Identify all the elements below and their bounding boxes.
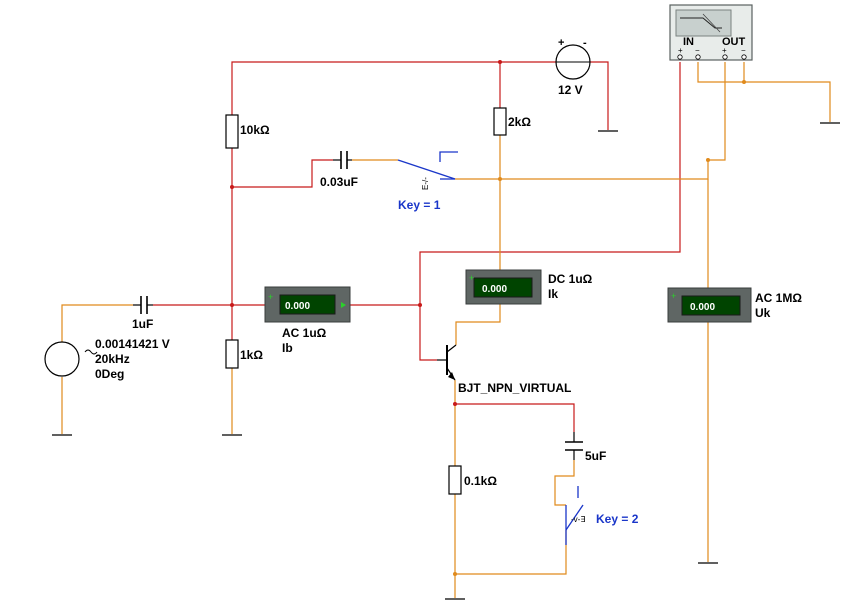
junction-dot	[453, 572, 457, 576]
wire-key2-return	[455, 530, 567, 575]
resistor-r1-value: 10kΩ	[240, 123, 270, 137]
capacitor-c-in-value: 1uF	[132, 317, 153, 331]
switch-key1-glyph: E-/-	[421, 177, 430, 190]
dc-plus-sign: +	[558, 37, 564, 49]
bode-out-label: OUT	[722, 36, 746, 48]
bode-in-minus: −	[695, 46, 700, 55]
grounds	[52, 122, 840, 600]
bode-plotter[interactable]: IN OUT + − + −	[669, 4, 753, 61]
red-wires	[153, 61, 681, 432]
dc-minus-sign: -	[583, 37, 587, 49]
orange-wires	[61, 62, 831, 598]
junction-dot	[706, 158, 710, 162]
junction-dot	[418, 303, 422, 307]
meter-ib-display: 0.000	[285, 301, 310, 312]
dc-source-12v[interactable]: + - 12 V	[555, 37, 591, 97]
meter-uk-mode: AC 1MΩ	[755, 291, 802, 305]
meter-ib-mode: AC 1uΩ	[282, 326, 327, 340]
bode-out-plus: +	[722, 46, 727, 55]
ac-source-amplitude: 0.00141421 V	[95, 337, 170, 351]
wire-ce-key2	[554, 460, 575, 506]
wire-r1-cout	[231, 148, 333, 188]
junction-dot	[230, 303, 234, 307]
transistor-npn[interactable]: BJT_NPN_VIRTUAL	[437, 344, 571, 395]
capacitor-c-e[interactable]: 5uF	[565, 432, 606, 463]
meter-uk-plus: +	[671, 291, 676, 301]
bode-out-minus: −	[741, 46, 746, 55]
junctions	[230, 60, 502, 406]
meter-ib-name: Ib	[282, 341, 293, 355]
resistor-rc[interactable]: 2kΩ	[493, 107, 531, 136]
ac-source[interactable]: 0.00141421 V 20kHz 0Deg	[44, 337, 170, 381]
wire-ik-collector	[455, 304, 501, 345]
meter-ik-mode: DC 1uΩ	[548, 272, 593, 286]
wire-bode-in	[419, 62, 681, 361]
resistor-re-value: 0.1kΩ	[464, 474, 497, 488]
meter-ib[interactable]: 0.000 + AC 1uΩ Ib	[264, 286, 351, 355]
switch-key2[interactable]: -v-∃ Key = 2	[565, 486, 639, 545]
bode-in-plus: +	[678, 46, 683, 55]
meter-uk-display: 0.000	[690, 302, 715, 313]
meter-ik-display: 0.000	[482, 284, 507, 295]
ac-source-phase: 0Deg	[95, 367, 124, 381]
switch-key1[interactable]: E-/- Key = 1	[397, 151, 458, 212]
dc-source-label: 12 V	[558, 83, 583, 97]
capacitor-c-out[interactable]: 0.03uF	[320, 151, 358, 189]
junction-dot	[742, 80, 746, 84]
switch-key2-glyph: -v-∃	[571, 515, 585, 524]
resistor-re[interactable]: 0.1kΩ	[448, 465, 497, 495]
meter-ik[interactable]: 0.000 + DC 1uΩ Ik	[465, 269, 593, 305]
resistor-rc-value: 2kΩ	[508, 115, 531, 129]
resistor-r2[interactable]: 1kΩ	[225, 339, 263, 369]
switch-key1-label: Key = 1	[398, 198, 441, 212]
meter-ik-name: Ik	[548, 287, 558, 301]
wire-bode-gnd	[697, 62, 831, 122]
meter-uk[interactable]: 0.000 + AC 1MΩ Uk	[667, 287, 802, 323]
junction-dot	[498, 60, 502, 64]
capacitor-c-out-value: 0.03uF	[320, 175, 358, 189]
capacitor-c-in[interactable]: 1uF	[132, 296, 153, 331]
junctions-orange	[453, 80, 746, 576]
bode-in-label: IN	[683, 36, 694, 48]
junction-dot	[230, 185, 234, 189]
ac-source-frequency: 20kHz	[95, 352, 130, 366]
junction-dot	[453, 402, 457, 406]
meter-uk-name: Uk	[755, 306, 771, 320]
transistor-label: BJT_NPN_VIRTUAL	[458, 381, 571, 395]
resistor-r2-value: 1kΩ	[240, 348, 263, 362]
wire-emitter-ce	[455, 403, 575, 432]
resistor-r1[interactable]: 10kΩ	[225, 114, 270, 149]
capacitor-c-e-value: 5uF	[585, 449, 606, 463]
switch-key2-label: Key = 2	[596, 512, 639, 526]
wire-vcc-top	[231, 61, 609, 130]
wire-acsrc-cin	[61, 304, 133, 342]
meter-ib-plus: +	[268, 292, 273, 302]
junction-dot	[498, 177, 502, 181]
meter-ik-plus: +	[469, 273, 474, 283]
